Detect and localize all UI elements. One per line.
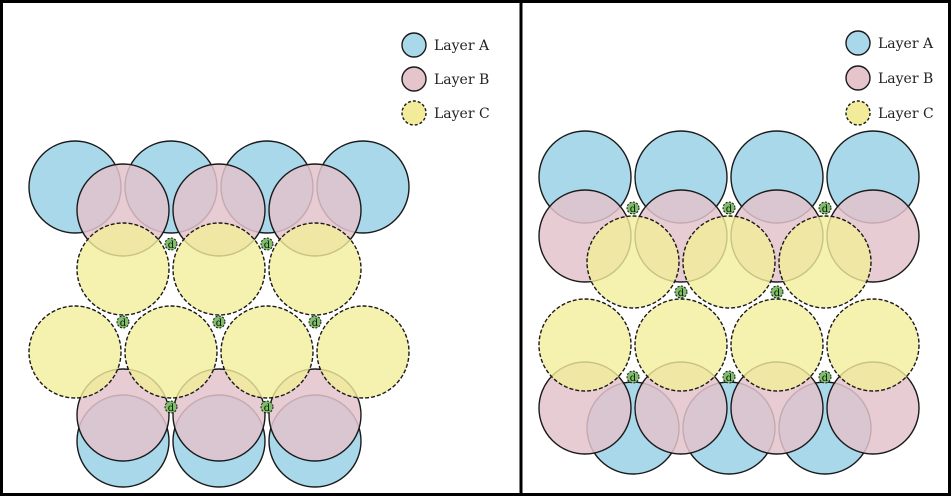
- layer-c-sphere: [539, 299, 631, 391]
- site-marker-label: d: [774, 288, 781, 299]
- site-marker-label: d: [726, 204, 733, 215]
- site-marker-label: d: [312, 318, 319, 329]
- legend-item-layer-a: Layer A: [402, 33, 490, 57]
- layer-c-sphere: [587, 216, 679, 308]
- site-marker-label: d: [630, 204, 637, 215]
- legend-swatch-layer-a: [402, 33, 426, 57]
- layer-c-sphere: [269, 223, 361, 315]
- legend-item-layer-b: Layer B: [846, 66, 933, 90]
- legend-left: Layer A Layer B Layer C: [402, 33, 490, 125]
- site-marker-label: d: [630, 373, 637, 384]
- legend-label-layer-a: Layer A: [434, 38, 490, 54]
- layer-c-sphere: [173, 223, 265, 315]
- layer-c-sphere: [683, 216, 775, 308]
- left-panel: d d d d d d d: [29, 141, 409, 487]
- legend-item-layer-c: Layer C: [846, 101, 934, 125]
- site-marker-label: d: [168, 403, 175, 414]
- legend-swatch-layer-a: [846, 31, 870, 55]
- legend-label-layer-b: Layer B: [434, 72, 489, 88]
- legend-item-layer-c: Layer C: [402, 101, 490, 125]
- site-marker-label: d: [822, 204, 829, 215]
- site-marker-label: d: [264, 240, 271, 251]
- layer-c-sphere: [317, 306, 409, 398]
- legend-item-layer-b: Layer B: [402, 67, 489, 91]
- legend-swatch-layer-b: [402, 67, 426, 91]
- layer-c-sphere: [77, 223, 169, 315]
- site-marker-label: d: [678, 288, 685, 299]
- legend-right: Layer A Layer B Layer C: [846, 31, 934, 125]
- site-marker-label: d: [822, 373, 829, 384]
- legend-item-layer-a: Layer A: [846, 31, 934, 55]
- layer-c-sphere: [731, 299, 823, 391]
- legend-swatch-layer-c: [846, 101, 870, 125]
- site-marker-label: d: [216, 318, 223, 329]
- legend-label-layer-c: Layer C: [434, 106, 490, 122]
- layer-c-sphere: [827, 299, 919, 391]
- layer-c-sphere: [635, 299, 727, 391]
- site-marker-label: d: [726, 373, 733, 384]
- layer-c-sphere: [125, 306, 217, 398]
- legend-swatch-layer-b: [846, 66, 870, 90]
- layer-c-sphere: [29, 306, 121, 398]
- legend-label-layer-b: Layer B: [878, 71, 933, 87]
- site-marker-label: d: [120, 318, 127, 329]
- site-marker-label: d: [168, 240, 175, 251]
- right-panel: d d d d d d d d: [539, 131, 919, 474]
- legend-swatch-layer-c: [402, 101, 426, 125]
- site-marker-label: d: [264, 403, 271, 414]
- legend-label-layer-c: Layer C: [878, 106, 934, 122]
- legend-label-layer-a: Layer A: [878, 36, 934, 52]
- layer-c-sphere: [221, 306, 313, 398]
- layer-c-sphere: [779, 216, 871, 308]
